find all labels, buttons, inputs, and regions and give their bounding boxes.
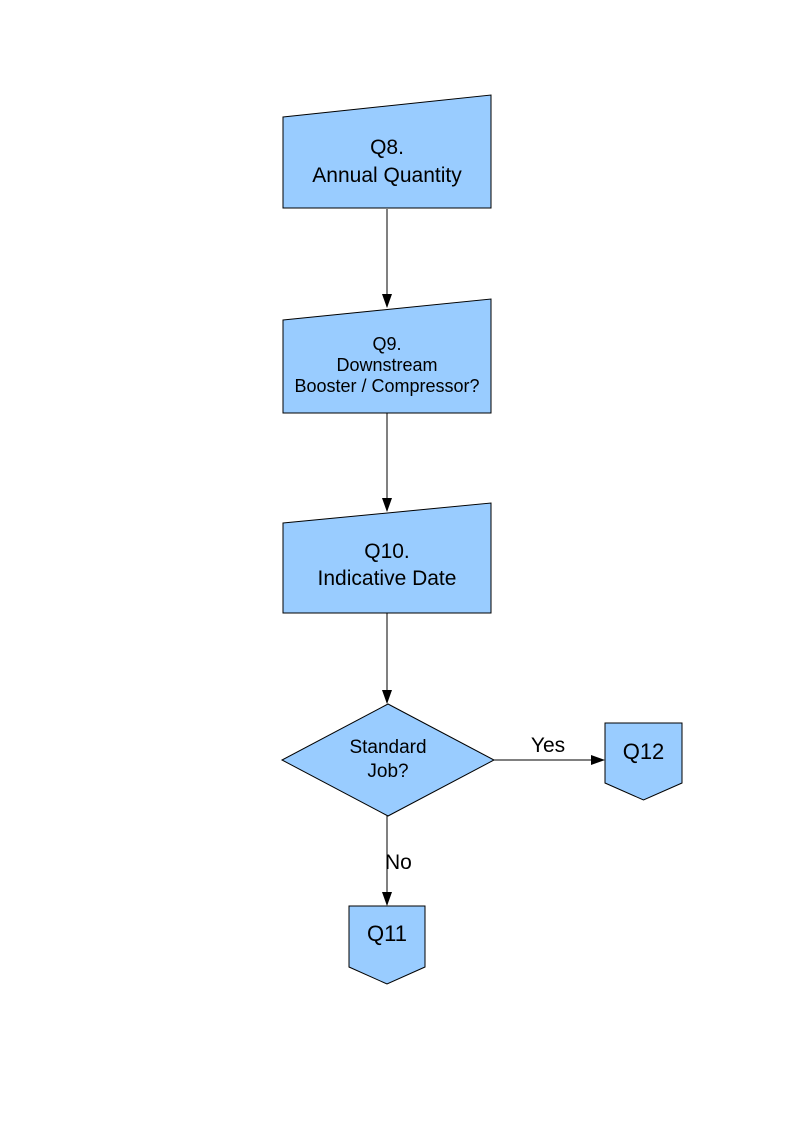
- node-q9-line-1: Q9.: [372, 334, 402, 354]
- node-q11-line-1: Q11: [367, 921, 407, 946]
- node-q9-line-3: Booster / Compressor?: [294, 376, 480, 396]
- node-q8-shape: [282, 94, 492, 209]
- edge-label-yes: Yes: [530, 734, 566, 757]
- node-q9-shape: [282, 298, 492, 414]
- node-q8-label: Q8. Annual Quantity: [283, 134, 491, 190]
- node-standard-job-shape: [280, 703, 496, 817]
- node-q10-line-1: Q10.: [364, 540, 410, 563]
- node-standard-job-line-2: Job?: [367, 761, 409, 782]
- node-q11-label: Q11: [349, 906, 425, 962]
- node-standard-job-label: Standard Job?: [282, 736, 494, 784]
- node-q10-shape: [282, 502, 492, 614]
- node-q9-label: Q9. Downstream Booster / Compressor?: [283, 334, 491, 397]
- node-q12-label: Q12: [605, 723, 682, 781]
- node-q10-label: Q10. Indicative Date: [283, 538, 491, 592]
- node-q9-line-2: Downstream: [336, 355, 438, 375]
- node-q8-line-1: Q8.: [370, 136, 404, 159]
- node-q11-shape: [348, 905, 426, 985]
- node-q12-line-1: Q12: [622, 739, 665, 764]
- node-q8-line-2: Annual Quantity: [312, 164, 462, 187]
- node-q10-line-2: Indicative Date: [317, 567, 457, 590]
- node-standard-job-line-1: Standard: [349, 737, 427, 758]
- edge-label-no: No: [385, 851, 412, 874]
- node-q12-shape: [604, 722, 683, 801]
